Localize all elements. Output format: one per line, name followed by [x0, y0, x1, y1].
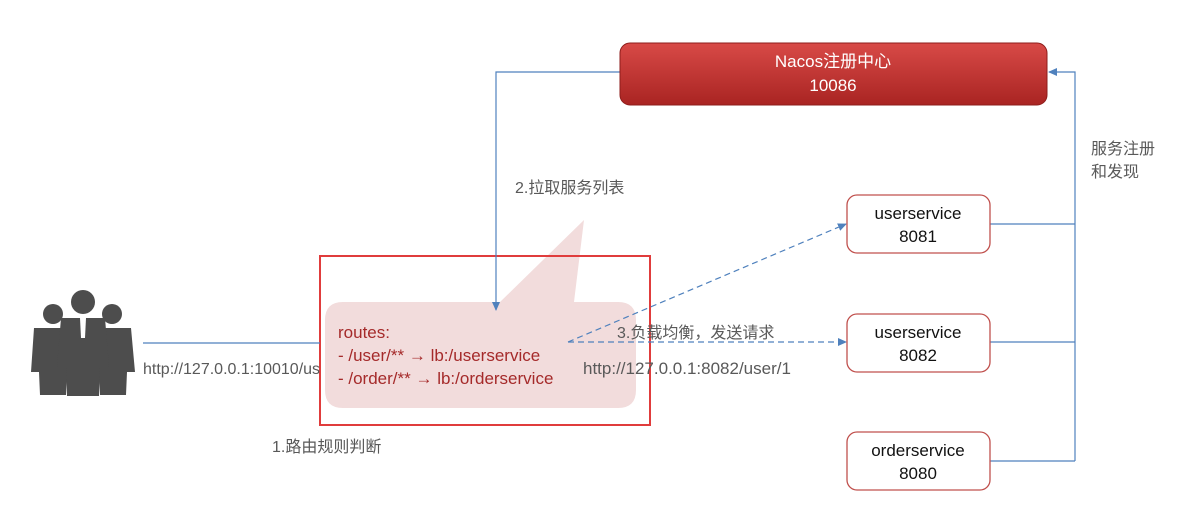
service-port: 8081 — [899, 227, 937, 246]
connectors — [143, 68, 1076, 462]
people-group-icon — [31, 290, 135, 396]
service-name: userservice — [875, 323, 962, 342]
route-order: - /order/** → lb:/orderservice — [338, 369, 553, 388]
service-port: 8080 — [899, 464, 937, 483]
routes-bubble — [325, 220, 636, 408]
pull-list-line — [492, 71, 620, 311]
service-userservice-8082: userservice 8082 — [846, 313, 991, 373]
register-label-line1: 服务注册 — [1091, 140, 1155, 158]
register-label-line2: 和发现 — [1091, 163, 1139, 181]
service-name: userservice — [875, 204, 962, 223]
service-orderservice-8080: orderservice 8080 — [846, 431, 991, 491]
nacos-registry: Nacos注册中心 10086 — [619, 42, 1048, 106]
step-pull-list-label: 2.拉取服务列表 — [515, 179, 624, 197]
service-name: orderservice — [871, 441, 965, 460]
step-route-rule-label: 1.路由规则判断 — [272, 438, 381, 456]
register-trunk-line — [1048, 68, 1076, 461]
gateway-highlight-box — [319, 255, 651, 426]
service-userservice-8081: userservice 8081 — [846, 194, 991, 254]
step-load-balance-label: 3.负载均衡，发送请求 — [617, 324, 774, 342]
request-url: http://127.0.0.1:10010/user/1 — [143, 361, 348, 378]
service-port: 8082 — [899, 346, 937, 365]
route-user: - /user/** → lb:/userservice — [338, 346, 540, 365]
forward-url: http://127.0.0.1:8082/user/1 — [583, 359, 791, 378]
nacos-port: 10086 — [809, 76, 856, 95]
route-rules: routes: - /user/** → lb:/userservice - /… — [338, 323, 553, 388]
nacos-title: Nacos注册中心 — [775, 52, 891, 71]
lb-line-8081 — [567, 223, 847, 343]
routes-heading: routes: — [338, 323, 390, 342]
